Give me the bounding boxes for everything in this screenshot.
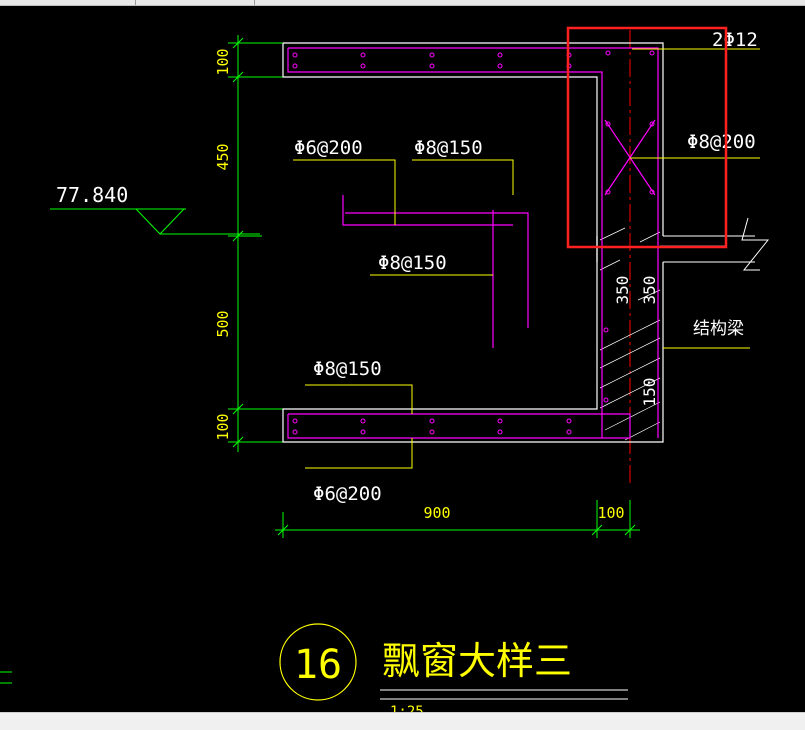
elevation-marker [50,208,260,235]
horizontal-dimension-chain [275,500,640,538]
label-lower-2: Φ6@200 [313,483,382,505]
status-bar [0,712,805,730]
label-middle: Φ8@150 [378,252,447,274]
title-number: 16 [294,642,342,688]
dim-v-2: 450 [214,143,232,170]
beam-break [663,217,770,271]
beam-dim-a: 350 [613,276,632,305]
rebar-dots [292,50,655,435]
dim-v-1: 100 [214,48,232,75]
beam-dim-c: 150 [640,378,659,407]
label-top-stirrup: Φ8@200 [687,131,756,153]
label-upper-left-2: Φ8@150 [414,137,483,159]
title-circle [279,623,357,701]
dim-v-4: 100 [214,413,232,440]
elevation-value: 77.840 [56,183,128,207]
vertical-dimension-chain [228,35,290,452]
window-top-bar [0,0,805,6]
label-lower-1: Φ8@150 [313,358,382,380]
dim-h-1: 900 [423,504,450,522]
title-subtitle: 1:25 [390,704,424,712]
label-top-bar: 2Φ12 [712,29,758,51]
tab-2[interactable] [136,0,255,5]
label-upper-left-1: Φ6@200 [294,137,363,159]
title-text: 飘窗大样三 [382,639,572,683]
dim-h-2: 100 [597,504,624,522]
beam-name: 结构梁 [693,319,744,339]
highlight-box [566,26,728,249]
tab-1[interactable] [0,0,136,5]
beam-dim-b: 350 [640,276,659,305]
concrete-outline [282,42,664,443]
cad-canvas[interactable]: 100 450 500 100 77.840 [0,0,805,712]
leader-lines [293,48,760,469]
rebar [287,47,659,439]
dim-v-3: 500 [214,310,232,337]
